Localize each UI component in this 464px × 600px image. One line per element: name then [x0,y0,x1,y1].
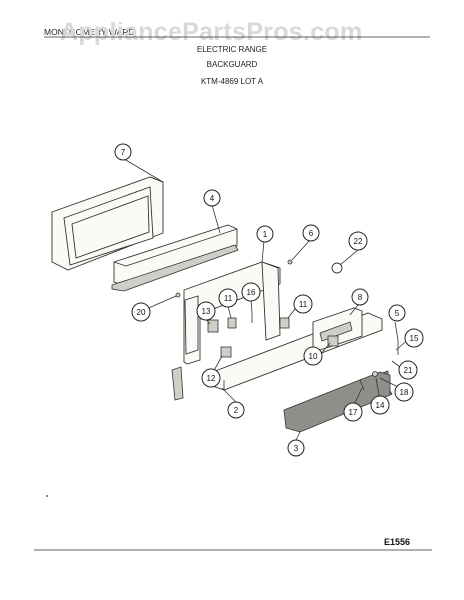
title-line-1: ELECTRIC RANGE [197,45,267,54]
svg-text:16: 16 [247,288,256,297]
callout-12: 12 [201,368,221,388]
svg-text:22: 22 [354,237,363,246]
part-4-trim-channel [111,224,239,292]
callout-21: 21 [398,360,418,380]
speck [46,495,48,497]
callout-5: 5 [388,304,406,322]
svg-text:15: 15 [410,334,419,343]
svg-text:13: 13 [202,307,211,316]
callout-4: 4 [203,189,221,207]
svg-text:11: 11 [299,300,308,309]
svg-text:2: 2 [234,406,239,415]
svg-text:14: 14 [376,401,385,410]
svg-text:21: 21 [404,366,413,375]
callout-6: 6 [302,224,320,242]
callout-1: 1 [256,225,274,243]
callout-2: 2 [227,401,245,419]
callout-11-right: 11 [293,294,313,314]
callout-20: 20 [131,302,151,322]
svg-text:3: 3 [294,444,299,453]
svg-text:20: 20 [137,308,146,317]
callout-11-left: 11 [218,288,238,308]
part-3-grille-panel [283,370,393,433]
diagram-code: E1556 [384,537,410,547]
callout-3: 3 [287,439,305,457]
svg-text:18: 18 [400,388,409,397]
callout-16: 16 [241,282,261,302]
svg-text:1: 1 [263,230,268,239]
svg-text:4: 4 [210,194,215,203]
svg-text:8: 8 [358,293,363,302]
callout-7: 7 [114,143,132,161]
title-line-2: BACKGUARD [207,60,258,69]
svg-text:11: 11 [224,294,233,303]
small-hardware [175,259,399,391]
svg-text:12: 12 [207,374,216,383]
leader-lines [123,158,411,441]
watermark: AppliancePartsPros.com [60,18,363,46]
callout-22: 22 [348,231,368,251]
callouts: 7 4 1 6 22 20 11 16 11 8 13 5 15 10 21 1… [114,143,424,457]
callout-17: 17 [343,402,363,422]
title-line-3: KTM-4869 LOT A [201,77,264,86]
svg-text:17: 17 [349,408,358,417]
svg-text:6: 6 [309,229,314,238]
part-7-backguard-cover [51,176,164,271]
callout-14: 14 [370,395,390,415]
callout-10: 10 [303,346,323,366]
svg-text:7: 7 [121,148,126,157]
callout-15: 15 [404,328,424,348]
svg-text:10: 10 [309,352,318,361]
callout-8: 8 [351,288,369,306]
svg-text:5: 5 [395,309,400,318]
callout-13: 13 [196,301,216,321]
callout-18: 18 [394,382,414,402]
brand-label: MONTGOMERY WARD [44,27,135,37]
